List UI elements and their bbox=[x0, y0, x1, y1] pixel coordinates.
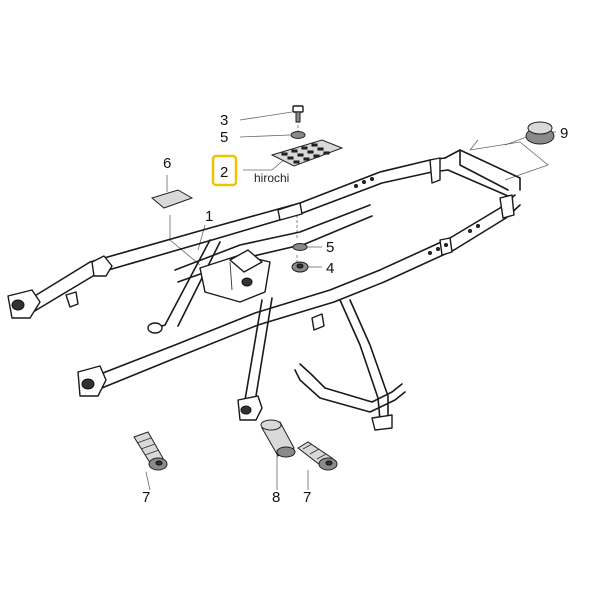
callout-1: 1 bbox=[205, 208, 213, 225]
highlight-box bbox=[211, 154, 238, 187]
callout-2: 2 bbox=[220, 164, 228, 181]
part-spacer bbox=[260, 419, 296, 458]
part-nut bbox=[291, 261, 309, 273]
callout-5-lower: 5 bbox=[326, 239, 334, 256]
part-bolt-top bbox=[292, 105, 304, 123]
callout-7-left: 7 bbox=[142, 489, 150, 506]
leader-lines bbox=[145, 110, 556, 491]
callout-9: 9 bbox=[560, 125, 568, 142]
rear-subframe bbox=[7, 149, 521, 431]
part-washer-top bbox=[290, 131, 306, 139]
part-pad bbox=[150, 189, 194, 209]
callout-5-top: 5 bbox=[220, 129, 228, 146]
callout-7-right: 7 bbox=[303, 489, 311, 506]
callout-3: 3 bbox=[220, 112, 228, 129]
watermark-text: hirochi bbox=[254, 171, 289, 185]
callout-4: 4 bbox=[326, 260, 334, 277]
callout-8: 8 bbox=[272, 489, 280, 506]
part-bolt-left bbox=[133, 431, 168, 471]
part-plate bbox=[270, 139, 344, 167]
part-rubber-buffer bbox=[525, 121, 555, 145]
callout-6: 6 bbox=[163, 155, 171, 172]
part-washer-lower bbox=[292, 243, 308, 251]
part-bolt-right bbox=[297, 441, 338, 471]
